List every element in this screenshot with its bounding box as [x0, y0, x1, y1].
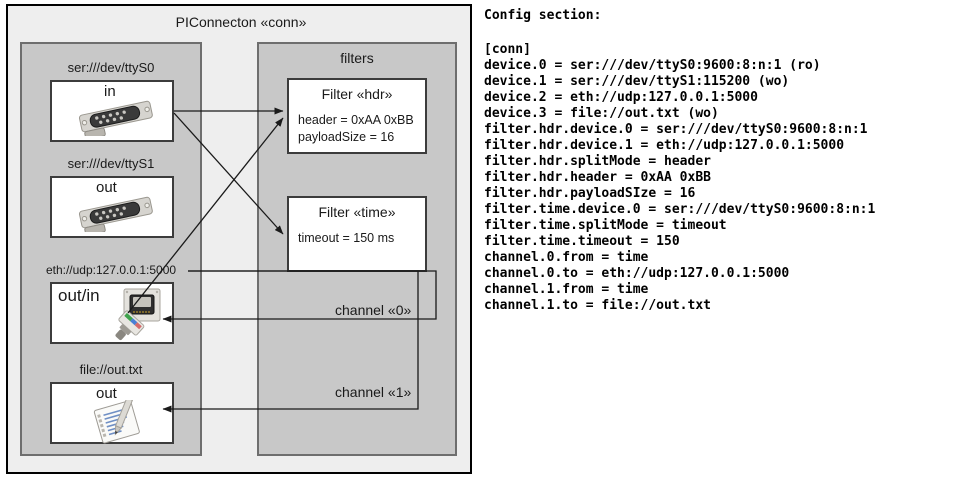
filter-box-hdr[interactable]: Filter «hdr» header = 0xAA 0xBB payloadS… — [287, 78, 427, 154]
filter-prop: timeout = 150 ms — [298, 231, 395, 245]
channel-label-0: channel «0» — [335, 302, 412, 318]
device-box-file[interactable]: out — [50, 382, 174, 444]
filter-title-hdr: Filter «hdr» — [321, 86, 393, 102]
filter-props-time: timeout = 150 ms — [298, 230, 394, 247]
config-text: [conn] device.0 = ser:///dev/ttyS0:9600:… — [484, 42, 876, 313]
ethernet-jack-icon — [115, 288, 161, 341]
device-direction-file: out — [96, 385, 117, 402]
filters-panel-title: filters — [340, 50, 374, 66]
channel-label-1: channel «1» — [335, 384, 412, 400]
device-direction-ttys0: in — [104, 83, 116, 100]
text-file-icon — [93, 400, 140, 444]
config-heading: Config section: — [484, 8, 602, 23]
filter-prop: header = 0xAA 0xBB — [298, 113, 414, 127]
diagram-title: PIConnecton «conn» — [175, 14, 307, 30]
device-label-file: file://out.txt — [79, 362, 143, 377]
filter-props-hdr: header = 0xAA 0xBB payloadSize = 16 — [298, 112, 414, 146]
filters-panel: filters Filter «hdr» header = 0xAA 0xBB … — [257, 42, 457, 456]
device-box-ttys0[interactable]: in — [50, 80, 174, 142]
filter-title-time: Filter «time» — [318, 204, 396, 220]
config-section: Config section: [conn] device.0 = ser://… — [482, 0, 964, 484]
filter-prop: payloadSize = 16 — [298, 130, 395, 144]
device-direction-eth: out/in — [58, 286, 100, 305]
device-label-eth: eth://udp:127.0.0.1:5000 — [45, 263, 177, 277]
serial-port-icon — [78, 100, 153, 136]
device-label-ttys1: ser:///dev/ttyS1 — [67, 156, 155, 171]
device-label-ttys0: ser:///dev/ttyS0 — [67, 60, 155, 75]
connection-diagram: PIConnecton «conn» ser:///dev/ttyS0 in — [6, 4, 472, 474]
device-box-ttys1[interactable]: out — [50, 176, 174, 238]
serial-port-icon — [78, 196, 153, 232]
device-direction-ttys1: out — [96, 179, 117, 196]
devices-panel: ser:///dev/ttyS0 in — [20, 42, 202, 456]
device-box-eth[interactable]: out/in — [50, 282, 174, 344]
filter-box-time[interactable]: Filter «time» timeout = 150 ms — [287, 196, 427, 272]
